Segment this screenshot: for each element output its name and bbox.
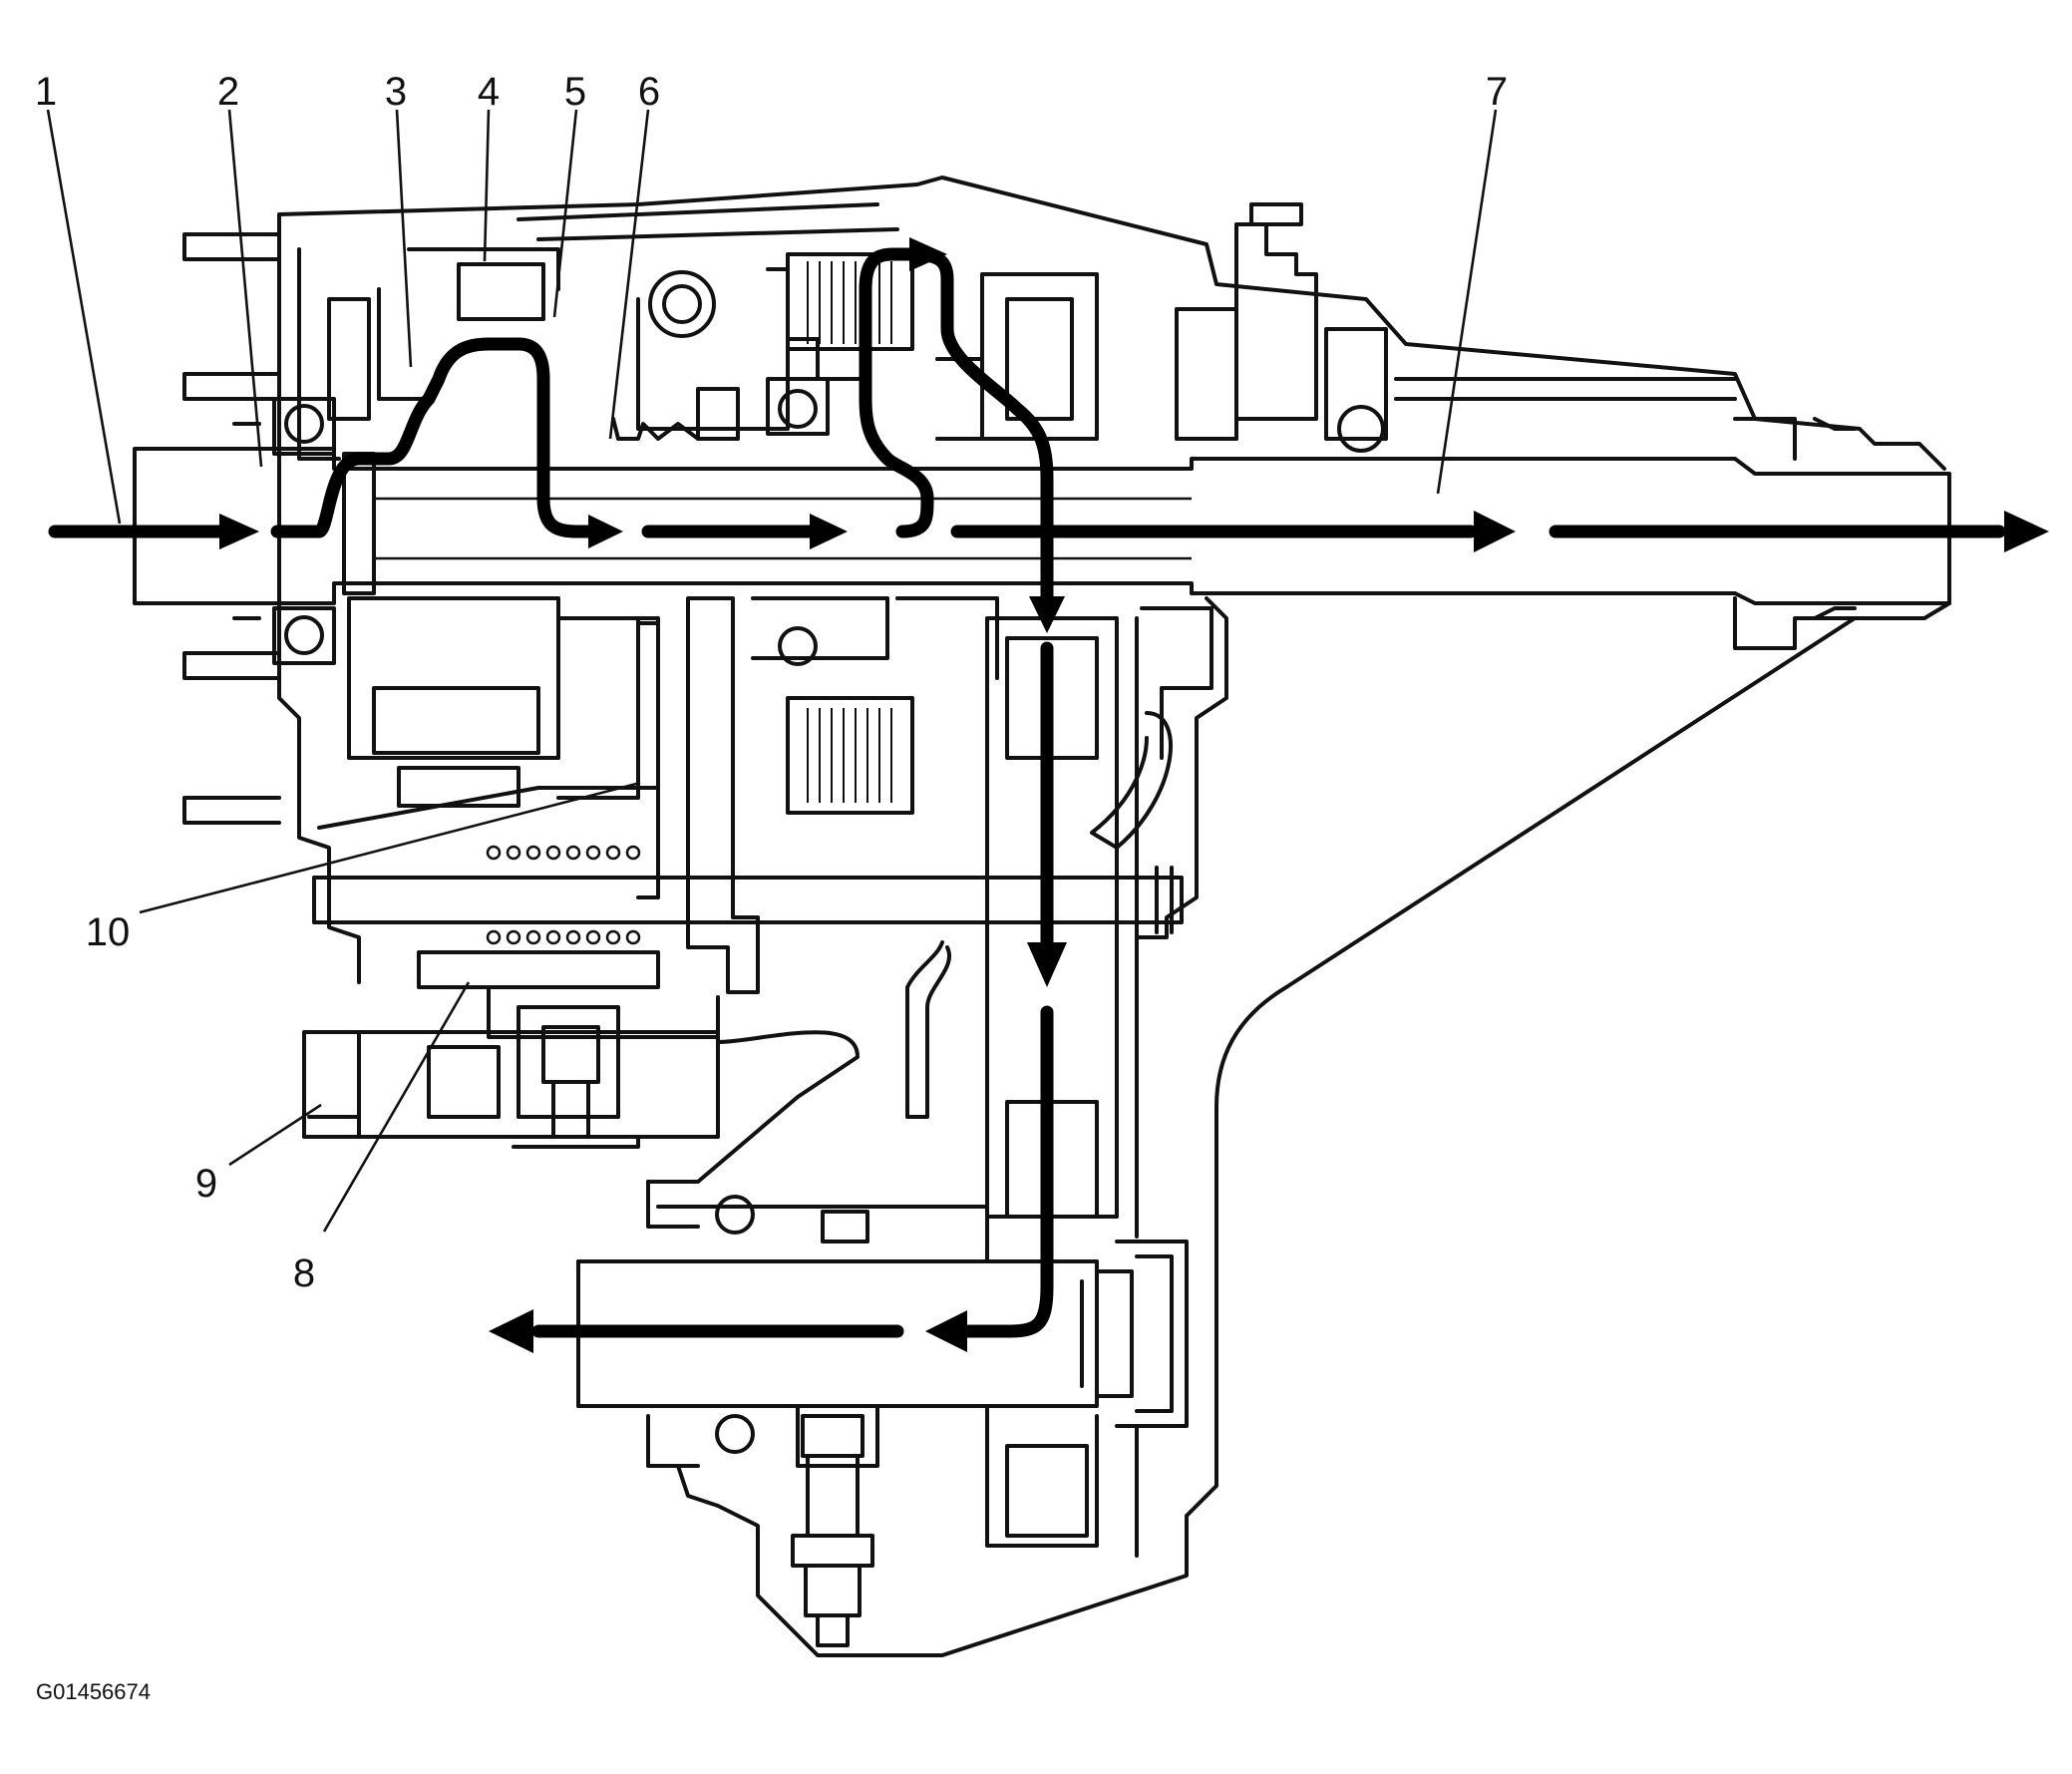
leader-9 — [228, 1103, 322, 1167]
bearing-upper-right — [1337, 405, 1385, 453]
leader-6 — [608, 109, 650, 440]
flow-arrowhead-1 — [588, 515, 623, 548]
front-output-shaft — [576, 1180, 1189, 1468]
leader-7 — [1436, 109, 1498, 495]
bearing-front-upper — [715, 1195, 755, 1235]
chain-housing — [905, 596, 1857, 1558]
callout-1: 1 — [34, 70, 58, 114]
callout-3: 3 — [384, 70, 408, 114]
input-bearings — [232, 397, 336, 665]
leader-4 — [483, 109, 491, 262]
callout-10: 10 — [85, 910, 131, 954]
bearing-front-lower — [715, 1414, 755, 1454]
shift-spring-lower — [486, 929, 641, 945]
callout-5: 5 — [563, 70, 587, 114]
callout-9: 9 — [194, 1162, 218, 1206]
clutch-plates-hatch — [807, 261, 892, 803]
figure-id: G01456674 — [36, 1679, 151, 1704]
bearing-upper-mid — [778, 389, 818, 429]
flow-arrowhead-front-output — [489, 1309, 533, 1353]
lower-left-housing — [182, 517, 1184, 1184]
flow-arrowhead-front-1 — [925, 1310, 967, 1352]
leader-2 — [227, 109, 263, 468]
shift-spring-upper — [486, 845, 641, 861]
power-flow-path — [48, 237, 2049, 1353]
flow-arrowhead-down-2 — [1027, 942, 1067, 987]
flow-arrowhead-rear-output — [2004, 511, 2049, 552]
flow-arrowhead-down-1 — [1029, 596, 1065, 633]
clutch-pack-upper — [786, 252, 914, 351]
flow-arrowhead-2 — [810, 514, 848, 549]
flow-arrowhead-rear-1 — [1474, 511, 1516, 552]
leader-5 — [552, 109, 578, 318]
leader-1 — [46, 109, 122, 525]
callout-6: 6 — [637, 70, 661, 114]
callout-4: 4 — [477, 70, 501, 114]
flow-arrowhead-input — [219, 514, 259, 549]
callout-8: 8 — [292, 1251, 316, 1295]
clutch-pack-lower — [751, 596, 999, 815]
lower-housing — [676, 1404, 1189, 1657]
leader-3 — [395, 109, 413, 368]
callout-7: 7 — [1485, 70, 1509, 114]
leader-8 — [322, 981, 471, 1233]
callout-2: 2 — [216, 70, 240, 114]
leader-10 — [139, 781, 641, 914]
callout-leaders — [46, 109, 1498, 1233]
